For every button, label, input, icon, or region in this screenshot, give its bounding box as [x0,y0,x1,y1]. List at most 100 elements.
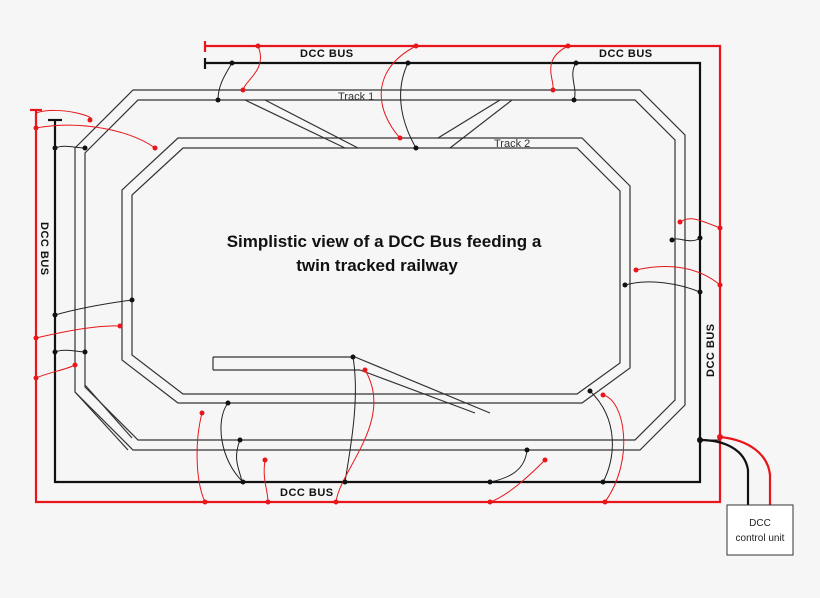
junction-dot [52,145,58,151]
dropper-black [236,439,243,483]
dropper-black [400,62,417,149]
track-1-outer-rail [74,89,686,451]
junction-dot [677,219,683,225]
junction-dot [202,499,208,505]
junction-dot [333,499,339,505]
dropper-black [220,402,244,483]
junction-dot [717,282,723,288]
bus-label-left: DCC BUS [38,222,50,276]
junction-dot [72,362,78,368]
dropper-black [54,299,133,316]
junction-dot [587,388,593,394]
bus-label-top-right: DCC BUS [599,48,653,60]
control-unit-label-line1: DCC [749,518,771,529]
junction-dot [405,60,411,66]
junction-dot [152,145,158,151]
junction-dot [487,479,493,485]
track-1-label: Track 1 [338,91,374,103]
control-unit-label-line2: control unit [736,533,785,544]
junction-dot [33,125,39,131]
track-2-label: Track 2 [494,138,530,150]
feed-wire-red [719,435,772,505]
junction-dot [362,367,368,373]
siding-turnout-a [354,356,491,414]
bus-label-bottom: DCC BUS [280,487,334,499]
junction-dot [82,349,88,355]
bus-label-top-left: DCC BUS [300,48,354,60]
dropper-red [35,124,156,149]
junction-dot [524,447,530,453]
crossovers [74,99,513,451]
control-unit-feed [699,435,772,505]
dropper-black [217,62,233,101]
junction-dot [350,354,356,360]
junction-dot [342,479,348,485]
dropper-red [602,394,625,503]
track-1 [74,89,686,451]
junction-dot [229,60,235,66]
junction-dot [397,135,403,141]
connection-points-black [52,60,703,485]
diagram-title-line-2: twin tracked railway [296,256,458,275]
connection-points-red [33,43,723,505]
crossover-top-left-rail-a [244,99,346,149]
junction-dot [33,375,39,381]
dropper-red [35,364,76,379]
crossover-left-diag-a [74,391,129,451]
junction-dot [542,457,548,463]
track-2 [121,137,631,404]
dcc-bus-negative [48,58,702,484]
feed-wire-black [699,438,750,505]
dropper-red [489,459,546,503]
junction-dot [565,43,571,49]
droppers-red [35,45,721,503]
dropper-black [589,390,613,483]
dropper-black [344,356,356,483]
dropper-black [54,349,86,353]
junction-dot [225,400,231,406]
dropper-red [35,109,93,121]
junction-dot [215,97,221,103]
crossover-top-right-rail-a [437,99,501,139]
dropper-black [572,62,577,101]
dropper-black [624,281,701,293]
dcc-bus-positive [30,41,722,504]
siding [212,356,491,414]
dropper-red [380,45,417,139]
junction-dot [571,97,577,103]
bus-red-top-right-bottom [34,44,722,504]
junction-dot [237,437,243,443]
junction-dot [52,349,58,355]
junction-dot [87,117,93,123]
dropper-red [35,325,121,339]
junction-dot [487,499,493,505]
junction-dot [550,87,556,93]
junction-dot [717,225,723,231]
junction-dot [33,335,39,341]
dropper-red [242,45,261,91]
track-2-inner-rail [131,147,621,395]
junction-dot [622,282,628,288]
junction-dot [600,479,606,485]
junction-dot [255,43,261,49]
dropper-red [335,369,375,503]
junction-dot [697,289,703,295]
dropper-black [671,237,701,242]
junction-dot [82,145,88,151]
dropper-black [489,449,528,483]
junction-dot [262,457,268,463]
dropper-red [635,265,721,286]
siding-turnout-b [359,369,476,414]
control-unit-box [726,504,794,556]
dropper-red [550,45,569,91]
dropper-red [263,459,269,503]
junction-dot [413,145,419,151]
crossover-left-diag-b [84,384,133,439]
crossover-top-right-rail-b [449,99,513,149]
junction-dot [117,323,123,329]
junction-dot [265,499,271,505]
track-1-inner-rail [84,99,676,441]
junction-dot [240,87,246,93]
junction-dot [600,392,606,398]
